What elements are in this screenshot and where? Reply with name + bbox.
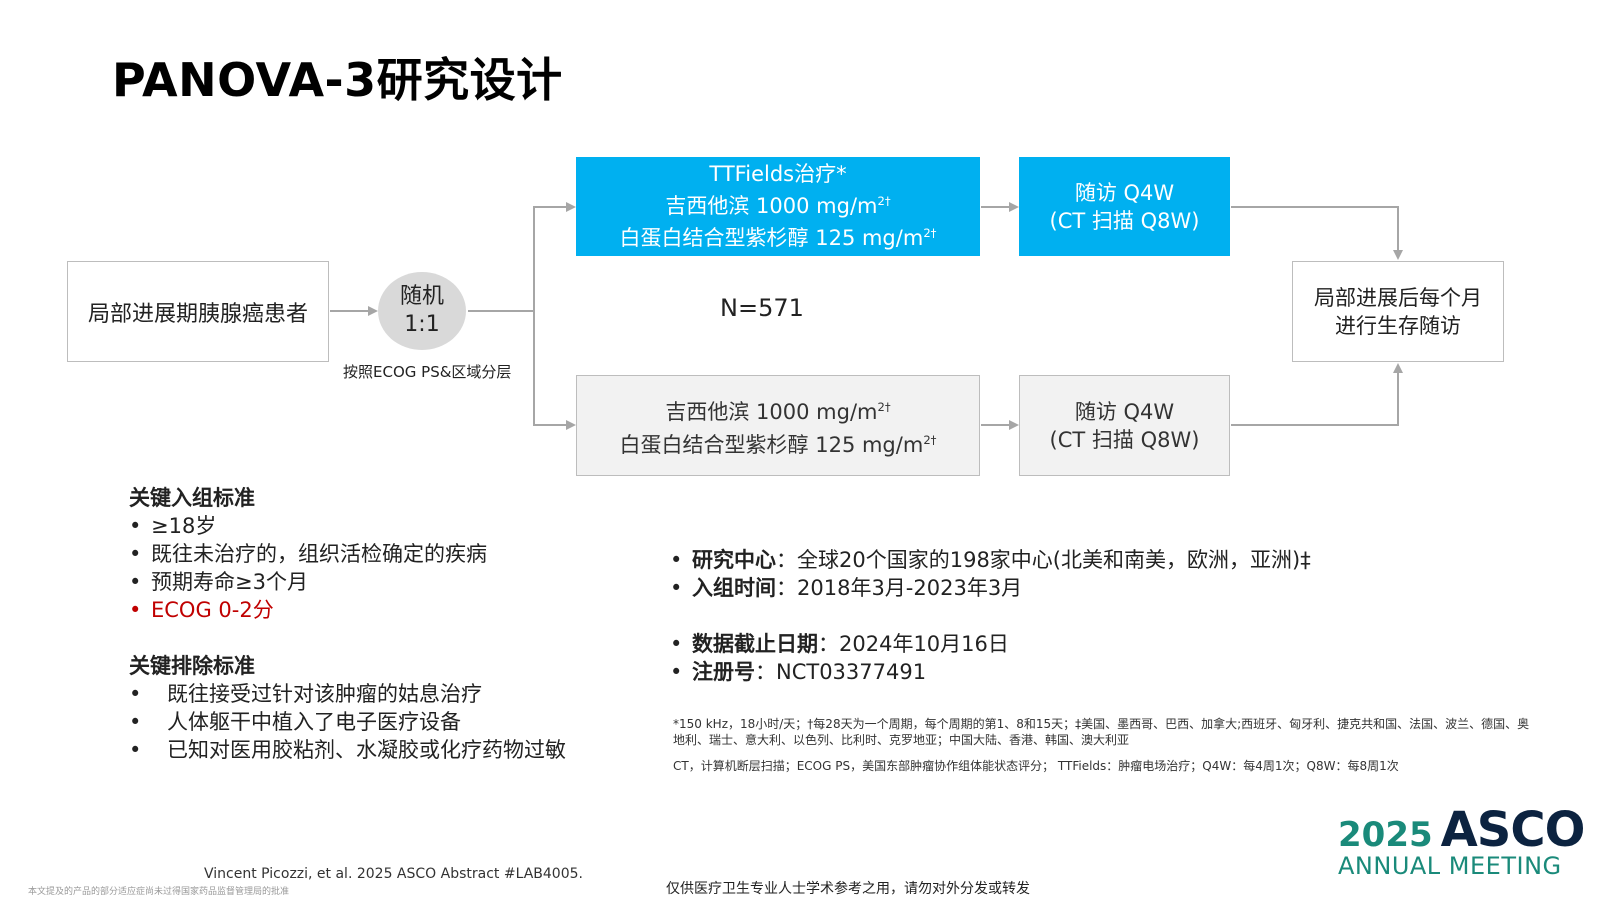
survival-followup-box: 局部进展后每个月 进行生存随访 (1292, 261, 1504, 362)
info-label: 研究中心 (692, 548, 776, 572)
exclusion-heading: 关键排除标准 (129, 654, 255, 678)
arm-a-line2-sup: 2† (877, 194, 891, 208)
info-value: NCT03377491 (776, 660, 927, 684)
inclusion-item-text: ≥18岁 (151, 514, 217, 538)
exclusion-item-text: 既往接受过针对该肿瘤的姑息治疗 (167, 682, 482, 706)
survival-line1: 局部进展后每个月 (1314, 285, 1482, 310)
info-sep: ： (776, 576, 797, 600)
list-item: •已知对医用胶粘剂、水凝胶或化疗药物过敏 (129, 738, 566, 762)
arm-b-line2: 白蛋白结合型紫杉醇 125 mg/m (619, 432, 924, 457)
randomization-circle: 随机 1:1 (378, 272, 466, 350)
followup-a-box: 随访 Q4W (CT 扫描 Q8W) (1019, 157, 1230, 256)
list-item: •ECOG 0-2分 (129, 598, 274, 622)
list-item: •入组时间：2018年3月-2023年3月 (670, 576, 1023, 600)
arm-a-line2-wrap: 吉西他滨 1000 mg/m2† (665, 188, 890, 220)
list-item: •预期寿命≥3个月 (129, 570, 308, 594)
arrow-split-to-arm-a (533, 202, 576, 421)
arm-a-line3-wrap: 白蛋白结合型紫杉醇 125 mg/m2† (620, 220, 937, 252)
inclusion-item-text: ECOG 0-2分 (151, 598, 274, 622)
asco-logo-top: 2025 ASCO (1338, 802, 1588, 858)
sample-size-label: N=571 (720, 294, 804, 322)
inclusion-criteria: 关键入组标准 •≥18岁 •既往未治疗的，组织活检确定的疾病 •预期寿命≥3个月… (129, 484, 487, 624)
arm-b-line2-wrap: 白蛋白结合型紫杉醇 125 mg/m2† (620, 426, 937, 459)
inclusion-list: •≥18岁 •既往未治疗的，组织活检确定的疾病 •预期寿命≥3个月 •ECOG … (129, 512, 487, 624)
info-sep: ： (776, 548, 797, 572)
followup-b-line2: (CT 扫描 Q8W) (1049, 427, 1200, 452)
info-value: 2018年3月-2023年3月 (797, 576, 1023, 600)
arrow-split-to-arm-b (533, 311, 576, 430)
arrow-followup-b-to-survival (1231, 363, 1403, 426)
asco-brand: ASCO (1440, 802, 1586, 858)
followup-a-line2: (CT 扫描 Q8W) (1049, 208, 1200, 233)
asco-subtitle: ANNUAL MEETING (1338, 852, 1562, 880)
info-value: 全球20个国家的198家中心(北美和南美，欧洲，亚洲)‡ (797, 548, 1311, 572)
info-label: 入组时间 (692, 576, 776, 600)
arm-a-line3-sup: 2† (923, 226, 937, 240)
patient-population-label: 局部进展期胰腺癌患者 (87, 301, 308, 327)
study-info-list: •研究中心：全球20个国家的198家中心(北美和南美，欧洲，亚洲)‡ •入组时间… (670, 546, 1311, 602)
patient-population-box: 局部进展期胰腺癌患者 (67, 261, 329, 362)
arm-b-box: 吉西他滨 1000 mg/m2† 白蛋白结合型紫杉醇 125 mg/m2† (576, 375, 980, 476)
list-item: •既往未治疗的，组织活检确定的疾病 (129, 542, 487, 566)
arm-b-line1-wrap: 吉西他滨 1000 mg/m2† (665, 393, 890, 426)
followup-b-box: 随访 Q4W (CT 扫描 Q8W) (1019, 375, 1230, 476)
exclusion-list: •既往接受过针对该肿瘤的姑息治疗 •人体躯干中植入了电子医疗设备 •已知对医用胶… (129, 680, 566, 764)
exclusion-item-text: 人体躯干中植入了电子医疗设备 (167, 710, 461, 734)
list-item: •≥18岁 (129, 514, 217, 538)
arm-a-line2: 吉西他滨 1000 mg/m (665, 194, 878, 218)
list-item: •研究中心：全球20个国家的198家中心(北美和南美，欧洲，亚洲)‡ (670, 548, 1311, 572)
regulatory-disclaimer: 本文提及的产品的部分适应症尚未过得国家药品监督管理局的批准 (28, 887, 290, 897)
randomization-ratio: 1:1 (404, 312, 440, 337)
asco-logo: 2025 ASCO ANNUAL MEETING (1338, 802, 1588, 880)
arm-b-line1-sup: 2† (877, 399, 891, 414)
usage-note: 仅供医疗卫生专业人士学术参考之用，请勿对外分发或转发 (666, 881, 1030, 897)
page-title: PANOVA-3研究设计 (112, 53, 563, 107)
stratification-label: 按照ECOG PS&区域分层 (343, 363, 512, 381)
list-item: •人体躯干中植入了电子医疗设备 (129, 710, 461, 734)
asco-year: 2025 (1338, 815, 1433, 855)
study-info-list-2: •数据截止日期：2024年10月16日 •注册号：NCT03377491 (670, 630, 1009, 686)
exclusion-item-text: 已知对医用胶粘剂、水凝胶或化疗药物过敏 (167, 738, 566, 762)
arm-a-line3: 白蛋白结合型紫杉醇 125 mg/m (619, 226, 924, 250)
footnote-dosing: *150 kHz，18小时/天；†每28天为一个周期，每个周期的第1、8和15天… (673, 717, 1530, 747)
inclusion-item-text: 既往未治疗的，组织活检确定的疾病 (151, 542, 487, 566)
randomization-label: 随机 (399, 284, 444, 309)
inclusion-heading: 关键入组标准 (129, 486, 255, 510)
survival-line2: 进行生存随访 (1335, 313, 1461, 338)
list-item: •数据截止日期：2024年10月16日 (670, 632, 1009, 656)
citation: Vincent Picozzi, et al. 2025 ASCO Abstra… (204, 866, 583, 882)
followup-b-line1: 随访 Q4W (1074, 399, 1175, 424)
info-label: 数据截止日期 (692, 632, 818, 656)
list-item: •既往接受过针对该肿瘤的姑息治疗 (129, 682, 482, 706)
arm-b-line1: 吉西他滨 1000 mg/m (665, 399, 878, 424)
inclusion-item-text: 预期寿命≥3个月 (151, 570, 308, 594)
info-sep: ： (755, 660, 776, 684)
info-label: 注册号 (692, 660, 755, 684)
arm-a-box: TTFields治疗* 吉西他滨 1000 mg/m2† 白蛋白结合型紫杉醇 1… (576, 157, 980, 256)
list-item: •注册号：NCT03377491 (670, 660, 927, 684)
info-sep: ： (818, 632, 839, 656)
followup-a-line1: 随访 Q4W (1074, 180, 1175, 205)
arm-a-line1: TTFields治疗* (709, 162, 847, 186)
arrow-followup-a-to-survival (1231, 206, 1403, 260)
footnote-abbreviations: CT，计算机断层扫描；ECOG PS，美国东部肿瘤协作组体能状态评分； TTFi… (673, 759, 1399, 773)
exclusion-criteria: 关键排除标准 •既往接受过针对该肿瘤的姑息治疗 •人体躯干中植入了电子医疗设备 … (129, 652, 566, 764)
info-value: 2024年10月16日 (839, 632, 1009, 656)
arm-b-line2-sup: 2† (923, 432, 937, 447)
